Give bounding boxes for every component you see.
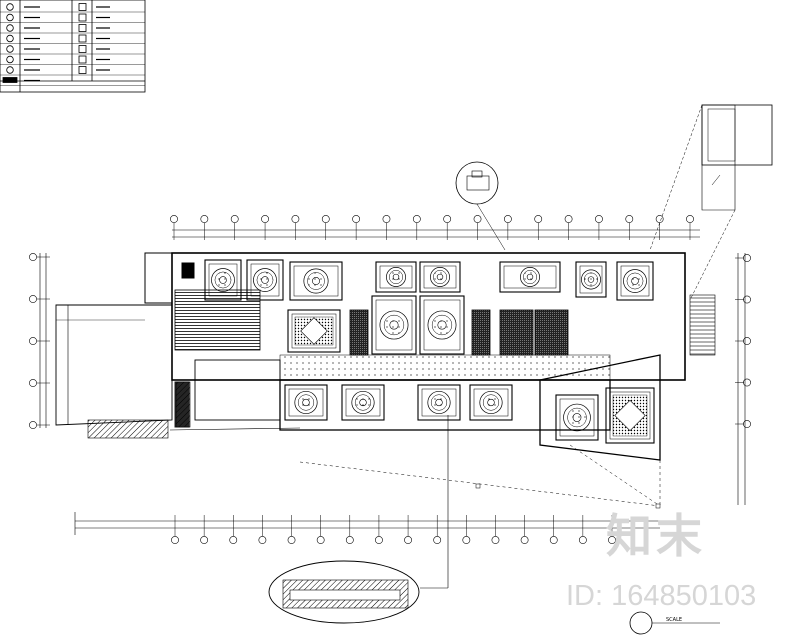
boxed-fixture-icon xyxy=(78,24,87,32)
main-floor-plan xyxy=(55,252,716,461)
grid-bubble-bottom xyxy=(200,536,209,544)
legend-row xyxy=(0,77,145,86)
legend-row xyxy=(0,66,145,76)
grid-bubble-bottom xyxy=(578,536,587,544)
cross-spot-icon xyxy=(6,34,14,43)
ceiling-bay xyxy=(371,295,417,355)
boxed-fixture-icon xyxy=(78,13,87,22)
upper-annex-room xyxy=(649,104,773,301)
triple-spot-icon xyxy=(6,55,14,64)
ceiling-bay xyxy=(555,394,599,441)
grid-bubble-bottom xyxy=(404,536,412,544)
grid-bubble-right xyxy=(743,337,751,345)
grid-bubble-bottom xyxy=(491,536,500,544)
ceiling-bay xyxy=(419,295,465,355)
ceiling-bay xyxy=(417,384,461,421)
legend-table xyxy=(0,0,146,93)
grid-bubble-right xyxy=(743,420,751,428)
grid-bubble-top xyxy=(382,215,391,223)
grid-bubble-top xyxy=(503,215,512,223)
dashed-leaders xyxy=(299,444,661,509)
legend-row xyxy=(0,55,145,65)
scale-label: SCALE xyxy=(666,617,682,623)
grid-bubble-top xyxy=(443,215,452,223)
boxed-fixture-icon xyxy=(78,55,87,64)
grid-bubble-top xyxy=(230,215,239,223)
grid-bubble-top xyxy=(412,215,421,223)
grid-bubble-bottom xyxy=(520,536,529,544)
legend-row xyxy=(0,45,145,55)
ceiling-bay xyxy=(616,261,654,301)
grid-bubble-bottom xyxy=(462,536,471,544)
left-dimension-line xyxy=(29,253,50,429)
grid-bubble-left xyxy=(29,379,37,387)
grid-bubble-top xyxy=(352,215,361,223)
ceiling-bay xyxy=(204,259,242,301)
grid-bubble-bottom xyxy=(433,536,442,544)
grid-bubble-top xyxy=(321,215,330,223)
cross-spot-icon xyxy=(6,24,14,32)
grid-bubble-bottom xyxy=(375,536,383,544)
grid-bubble-bottom xyxy=(287,536,296,544)
boxed-fixture-icon xyxy=(78,34,87,43)
ceiling-bay xyxy=(341,384,385,421)
grid-bubble-top xyxy=(170,215,178,223)
ceiling-bay xyxy=(605,387,655,444)
grid-bubble-top xyxy=(261,215,269,223)
grid-bubble-top xyxy=(473,215,482,223)
watermark-logo: 知末 xyxy=(606,509,706,563)
grid-bubble-bottom xyxy=(229,536,238,544)
bottom-dimension-line xyxy=(74,512,660,544)
grid-bubble-top xyxy=(625,215,634,223)
boxed-fixture-icon xyxy=(78,66,87,74)
ceiling-bay xyxy=(499,261,561,293)
detail-callout-top xyxy=(455,161,506,251)
ceiling-bay xyxy=(575,261,607,298)
ceiling-bay xyxy=(246,259,284,301)
watermark-id: ID: 164850103 xyxy=(566,580,757,612)
grid-bubble-bottom xyxy=(258,536,267,544)
boxed-fixture-icon xyxy=(78,45,87,53)
grid-bubble-top xyxy=(291,215,300,223)
right-dimension-line xyxy=(735,253,751,505)
ceiling-bay xyxy=(284,384,328,421)
grid-bubble-right xyxy=(743,254,751,262)
grid-bubble-bottom xyxy=(608,536,616,544)
legend-row xyxy=(0,13,145,23)
ceiling-bay xyxy=(287,309,341,353)
grid-bubble-left xyxy=(29,421,37,429)
grid-bubble-bottom xyxy=(316,536,325,544)
detail-callout-bottom xyxy=(268,415,449,624)
grid-bubble-top xyxy=(595,215,603,223)
grid-bubble-bottom xyxy=(549,536,558,544)
grid-bubble-top xyxy=(534,215,543,223)
legend-row xyxy=(0,24,145,34)
top-dimension-line xyxy=(170,215,700,240)
wall-light-icon xyxy=(6,13,14,22)
ceiling-bay xyxy=(469,384,513,421)
ceiling-bay xyxy=(289,261,343,301)
grid-bubble-left xyxy=(29,253,37,261)
grid-bubble-right xyxy=(743,378,751,387)
grid-bubble-top xyxy=(200,215,209,223)
grid-bubble-right xyxy=(743,295,751,304)
grid-bubble-left xyxy=(29,337,37,345)
legend-row xyxy=(0,34,145,44)
grid-bubble-bottom xyxy=(345,536,354,544)
grid-bubble-bottom xyxy=(171,536,179,544)
legend-row xyxy=(0,3,145,13)
grid-bubble-top xyxy=(686,215,694,223)
solid-bar-icon xyxy=(2,77,18,83)
linear-light-icon xyxy=(78,3,87,11)
ceiling-bay xyxy=(375,261,417,293)
ring-light-icon xyxy=(6,45,14,53)
pendant-icon xyxy=(6,66,14,74)
recessed-downlight-icon xyxy=(6,3,14,11)
grid-bubble-top xyxy=(564,215,573,223)
scale-mark: SCALE xyxy=(629,611,720,635)
grid-bubble-top xyxy=(655,215,664,223)
ceiling-bay xyxy=(419,261,461,293)
grid-bubble-left xyxy=(29,295,37,303)
